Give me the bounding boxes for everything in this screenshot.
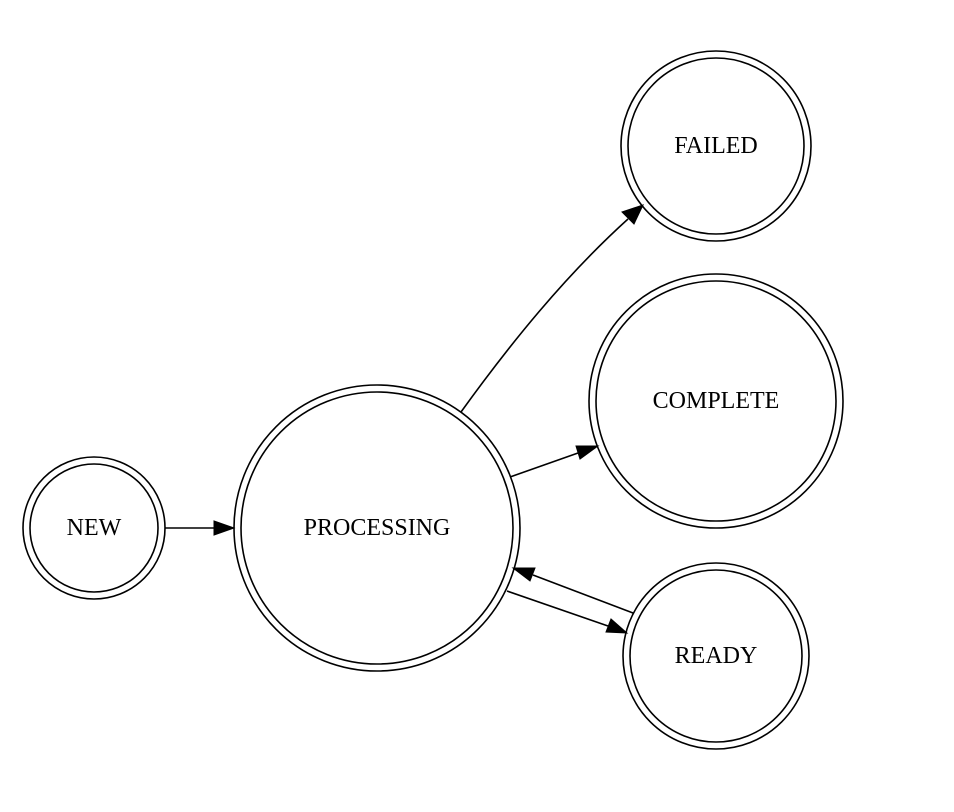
- node-ready: READY: [622, 562, 810, 750]
- node-failed: FAILED: [620, 50, 812, 242]
- node-failed-outer-ring: [620, 50, 812, 242]
- arrowhead: [213, 520, 236, 536]
- node-ready-label: READY: [675, 643, 758, 669]
- node-failed-inner-ring: [627, 57, 805, 235]
- node-complete-outer-ring: [588, 273, 844, 529]
- arrowhead: [621, 204, 644, 225]
- node-failed-label: FAILED: [674, 133, 758, 159]
- arrowhead: [605, 618, 629, 634]
- edge-processing-to-complete: [509, 445, 600, 478]
- node-new: NEW: [22, 456, 166, 600]
- node-complete-label: COMPLETE: [653, 388, 780, 414]
- edges: [165, 204, 644, 634]
- edge-processing-to-ready: [506, 590, 629, 634]
- node-complete: COMPLETE: [588, 273, 844, 529]
- node-new-outer-ring: [22, 456, 166, 600]
- edge-processing-to-failed: [460, 204, 644, 413]
- node-ready-outer-ring: [622, 562, 810, 750]
- edge-new-to-processing: [165, 520, 236, 536]
- node-complete-inner-ring: [595, 280, 837, 522]
- node-processing-inner-ring: [240, 391, 514, 665]
- arrowhead: [575, 445, 600, 460]
- node-new-inner-ring: [29, 463, 159, 593]
- node-processing-label: PROCESSING: [304, 515, 451, 541]
- node-new-label: NEW: [67, 515, 122, 541]
- arrowhead: [511, 567, 536, 582]
- node-processing-outer-ring: [233, 384, 521, 672]
- nodes: NEW PROCESSING FAILED COMPLETE READY: [22, 50, 844, 750]
- node-ready-inner-ring: [629, 569, 803, 743]
- node-processing: PROCESSING: [233, 384, 521, 672]
- edge-ready-to-processing: [511, 567, 634, 614]
